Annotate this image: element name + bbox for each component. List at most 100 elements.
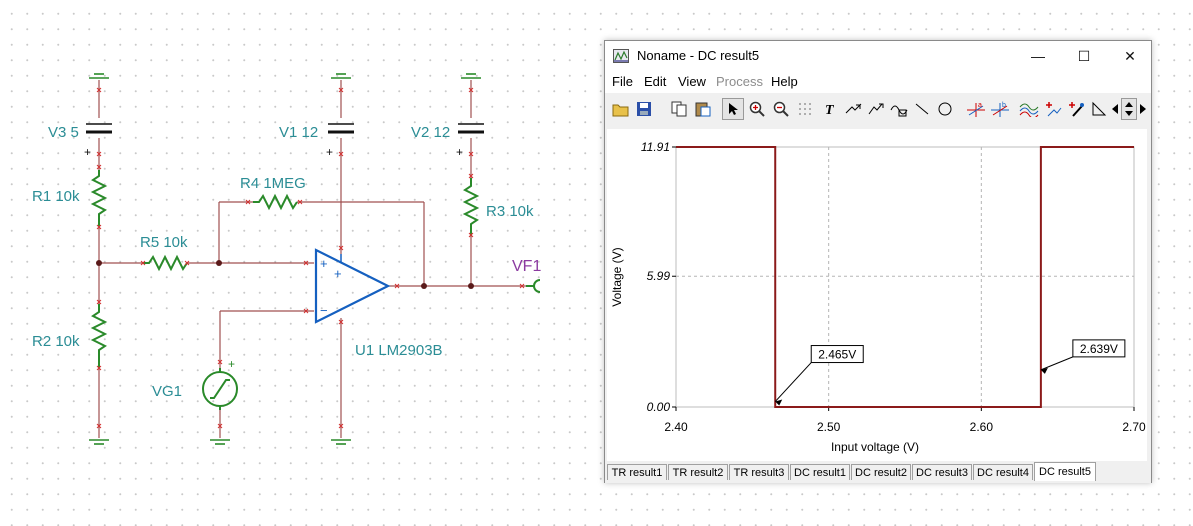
- opamp-u1[interactable]: [314, 248, 391, 324]
- y-axis-title: Voltage (V): [610, 247, 624, 306]
- label-icon[interactable]: [842, 98, 864, 120]
- scroll-right-icon[interactable]: [1137, 98, 1149, 120]
- x-tick-label: 2.50: [817, 420, 841, 434]
- y-tick-label: 11.91: [641, 140, 670, 154]
- close-icon: ✕: [1124, 47, 1136, 64]
- label-box-icon[interactable]: [888, 98, 910, 120]
- cursor-b-icon[interactable]: b: [989, 98, 1011, 120]
- copy-icon[interactable]: [668, 98, 690, 120]
- battery-v3[interactable]: [86, 123, 112, 134]
- close-button[interactable]: ✕: [1107, 41, 1153, 71]
- label-r5: R5 10k: [140, 234, 188, 251]
- tab-dc-result2[interactable]: DC result2: [851, 464, 911, 480]
- label-r3: R3 10k: [486, 203, 534, 220]
- signal-generator-vg1[interactable]: [202, 368, 238, 410]
- window-title: Noname - DC result5: [637, 48, 760, 63]
- annotation-pointer: [774, 362, 812, 402]
- x-tick-label: 2.70: [1122, 420, 1146, 434]
- plus-sign: +: [456, 145, 463, 159]
- menu-help[interactable]: Help: [771, 74, 798, 89]
- plus-sign: +: [326, 145, 333, 159]
- zoom-in-icon[interactable]: [746, 98, 768, 120]
- ground-symbols: [89, 73, 481, 445]
- result-tabs: TR result1 TR result2 TR result3 DC resu…: [605, 462, 1151, 483]
- cursor-a-icon[interactable]: a: [965, 98, 987, 120]
- resistor-r1: [90, 170, 108, 226]
- resistor-r4: [253, 193, 298, 211]
- resistor-r5: [143, 254, 188, 272]
- annotation-arrowhead: [1040, 367, 1048, 374]
- annotation-label: 2.639V: [1080, 342, 1118, 356]
- paste-icon[interactable]: [692, 98, 714, 120]
- tab-dc-result5[interactable]: DC result5: [1034, 462, 1096, 481]
- x-axis-title: Input voltage (V): [831, 440, 919, 454]
- line-icon[interactable]: [911, 98, 933, 120]
- wires: [98, 80, 526, 438]
- label-r2: R2 10k: [32, 333, 80, 350]
- minimize-button[interactable]: —: [1015, 41, 1061, 71]
- supply-plus-sign: +: [334, 266, 342, 281]
- menu-file[interactable]: File: [612, 74, 633, 89]
- x-tick-label: 2.40: [664, 420, 688, 434]
- plus-sign: +: [84, 145, 91, 159]
- tab-dc-result1[interactable]: DC result1: [790, 464, 850, 480]
- menu-bar: File Edit View Process Help: [605, 71, 1151, 93]
- scroll-updown-icon[interactable]: [1121, 98, 1137, 120]
- label-vf1: VF1: [512, 258, 541, 275]
- annotation-box: [1072, 339, 1126, 358]
- text-icon[interactable]: T: [819, 98, 841, 120]
- menu-process[interactable]: Process: [716, 74, 763, 89]
- noninverting-sign: +: [320, 256, 328, 271]
- annotation-arrowhead: [775, 399, 783, 406]
- label-u1: U1 LM2903B: [355, 342, 443, 359]
- battery-v2[interactable]: [458, 123, 484, 134]
- label-r1: R1 10k: [32, 188, 80, 205]
- tab-dc-result4[interactable]: DC result4: [973, 464, 1033, 480]
- output-probe-vf1[interactable]: [526, 279, 541, 293]
- y-tick-label: 0.00: [647, 400, 671, 414]
- pin-markers: [96, 87, 525, 429]
- maximize-icon: ☐: [1077, 47, 1091, 64]
- label-vg1: VG1: [152, 383, 182, 400]
- app-icon: [613, 49, 629, 63]
- label-arrow-icon[interactable]: [865, 98, 887, 120]
- zoom-out-icon[interactable]: [770, 98, 792, 120]
- resistor-r2: [90, 304, 108, 368]
- open-icon[interactable]: [610, 98, 632, 120]
- probe-icon[interactable]: [1065, 98, 1087, 120]
- annotation-pointer: [1040, 356, 1074, 371]
- add-marker-icon[interactable]: [1042, 98, 1064, 120]
- save-icon[interactable]: [633, 98, 655, 120]
- dc-result-window[interactable]: Noname - DC result5 — ☐ ✕ File Edit View…: [604, 40, 1152, 483]
- plot-frame: [675, 146, 1135, 408]
- series-line: [676, 146, 1134, 408]
- annotation-box: [810, 345, 864, 364]
- svg-text:T: T: [825, 103, 835, 117]
- battery-v1[interactable]: [328, 123, 354, 134]
- pointer-icon[interactable]: [722, 98, 744, 120]
- circle-icon[interactable]: [934, 98, 956, 120]
- title-bar[interactable]: Noname - DC result5 — ☐ ✕: [605, 41, 1151, 71]
- label-r4: R4 1MEG: [240, 175, 306, 192]
- junction-dots: [96, 260, 474, 289]
- toolbar: T a b: [605, 95, 1151, 125]
- circuit-schematic[interactable]: + + + + + − +: [0, 0, 590, 526]
- tab-tr-result3[interactable]: TR result3: [729, 464, 789, 480]
- maximize-button[interactable]: ☐: [1061, 41, 1107, 71]
- x-tick-label: 2.60: [970, 420, 994, 434]
- menu-view[interactable]: View: [678, 74, 706, 89]
- resistors[interactable]: [90, 170, 480, 368]
- label-v1: V1 12: [279, 124, 318, 141]
- tab-dc-result3[interactable]: DC result3: [912, 464, 972, 480]
- label-v2: V2 12: [411, 124, 450, 141]
- tab-tr-result1[interactable]: TR result1: [607, 464, 667, 480]
- curve-icon[interactable]: [1018, 98, 1040, 120]
- slope-icon[interactable]: [1088, 98, 1110, 120]
- svg-text:a: a: [978, 102, 982, 109]
- tab-tr-result2[interactable]: TR result2: [668, 464, 728, 480]
- menu-edit[interactable]: Edit: [644, 74, 667, 89]
- grid-icon[interactable]: [794, 98, 816, 120]
- scroll-left-icon[interactable]: [1109, 98, 1121, 120]
